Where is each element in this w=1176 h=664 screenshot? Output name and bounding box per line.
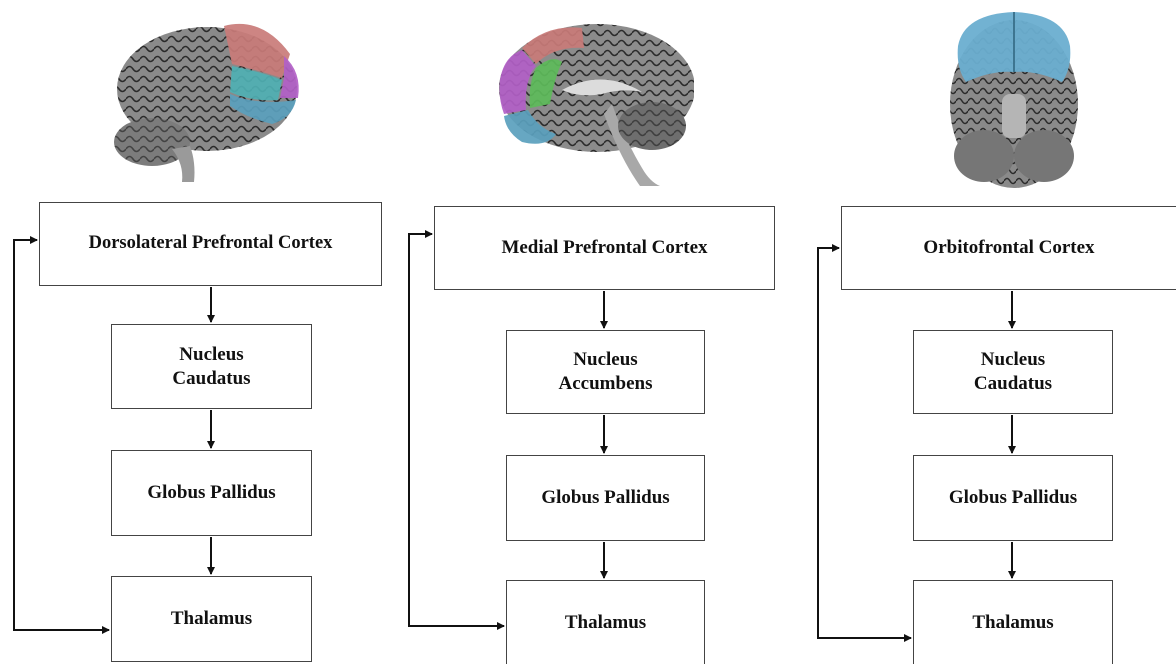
globus-pallidus-box-1: Globus Pallidus [111,450,312,536]
nucleus-caudatus-box-3: Nucleus Caudatus [913,330,1113,414]
box-label: Globus Pallidus [948,487,1078,509]
box-label: Orbitofrontal Cortex [923,237,1095,259]
thalamus-box-1: Thalamus [111,576,312,662]
medial-prefrontal-cortex-box: Medial Prefrontal Cortex [434,206,775,290]
box-label: Globus Pallidus [541,487,670,509]
box-label: Nucleus Caudatus [172,343,251,389]
box-label: Thalamus [972,611,1054,633]
box-label: Thalamus [170,608,253,630]
thalamus-box-2: Thalamus [506,580,705,664]
loop-thalamus-to-cortex-3 [817,244,911,639]
box-label: Medial Prefrontal Cortex [501,237,708,259]
dorsolateral-prefrontal-cortex-box: Dorsolateral Prefrontal Cortex [39,202,382,286]
dorsolateral-brain-image [114,23,299,182]
globus-pallidus-box-2: Globus Pallidus [506,455,705,541]
nucleus-caudatus-box-1: Nucleus Caudatus [111,324,312,409]
box-label: Thalamus [564,611,647,633]
box-label: Globus Pallidus [147,482,276,504]
globus-pallidus-box-3: Globus Pallidus [913,455,1113,541]
box-label: Nucleus Caudatus [973,349,1053,394]
loop-thalamus-to-cortex-1 [13,236,109,631]
medial-brain-image [499,24,694,186]
thalamus-box-3: Thalamus [913,580,1113,664]
box-label: Dorsolateral Prefrontal Cortex [88,233,333,254]
orbitofrontal-cortex-box: Orbitofrontal Cortex [841,206,1176,290]
loop-thalamus-to-cortex-2 [408,230,504,627]
box-label: Nucleus Accumbens [558,349,653,394]
nucleus-accumbens-box: Nucleus Accumbens [506,330,705,414]
orbitofrontal-brain-image [950,12,1078,188]
